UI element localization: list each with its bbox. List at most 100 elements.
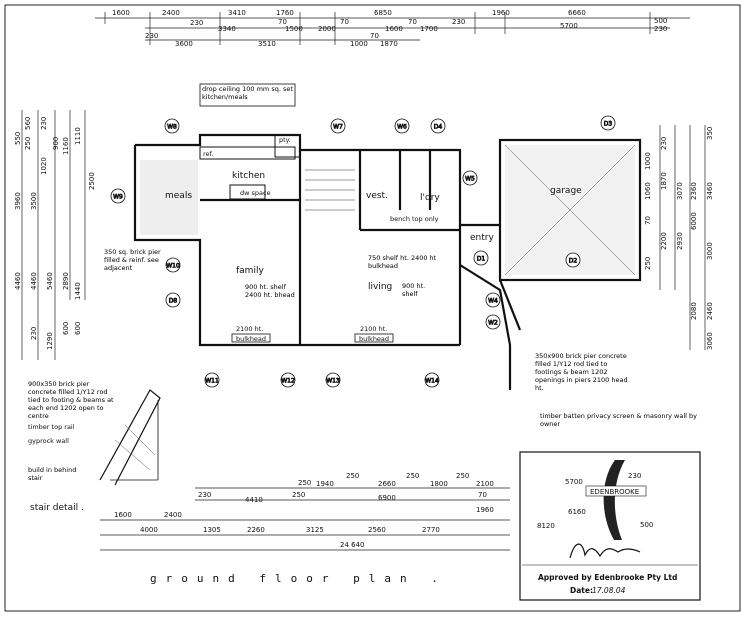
bulkhead-right: bulkhead: [359, 335, 389, 343]
dim-text: 230: [190, 19, 203, 27]
dim-text: 2080: [690, 302, 698, 320]
window-tag-label: W12: [281, 378, 295, 385]
window-tag-w14: [424, 372, 440, 388]
dim-text: 1870: [380, 40, 398, 48]
edenbrooke-logo-mark: [603, 460, 625, 540]
window-tag-w9: [110, 188, 126, 204]
dim-text: 3340: [218, 25, 236, 33]
top-dims-row2: 230 3340 70 1500 2000 70 1600 70 1700 23…: [190, 17, 667, 33]
bulkhead-left-box: [231, 333, 271, 343]
dim-text: 2260: [247, 526, 265, 534]
window-tag-label: W2: [488, 320, 498, 327]
window-tag-d4: [430, 118, 446, 134]
stair-note-3: gyprock wall: [28, 437, 69, 445]
window-tag-d1: [473, 250, 489, 266]
walls: [133, 133, 642, 390]
window-tag-label: D2: [569, 258, 578, 265]
dim-text: 3510: [258, 40, 276, 48]
stair-note-2: timber top rail: [28, 423, 75, 431]
dim-text: 3000: [706, 242, 714, 260]
dim-text: 5700: [560, 22, 578, 30]
dim-text: 350: [706, 127, 714, 140]
screen-note: timber batten privacy screen & masonry w…: [540, 412, 698, 428]
bottom-dims-row2: 230 4410 250 6900 70: [198, 491, 487, 504]
right-dims: 350 2360 1000 1870 3070 3460 6000 2930 3…: [644, 127, 714, 350]
bulkhead-right-box: [354, 333, 394, 343]
window-tag-label: W14: [425, 378, 439, 385]
meals-hatched-area: [140, 160, 198, 235]
dim-text: 2930: [676, 232, 684, 250]
window-tag-label: W5: [465, 176, 475, 183]
dim-text: 70: [340, 18, 349, 26]
dim-text: 1960: [492, 9, 510, 17]
dim-text: 3070: [676, 182, 684, 200]
bottom-dimension-lines: [100, 487, 510, 551]
window-tag-label: D1: [477, 256, 486, 263]
dim-text: 1290: [46, 332, 54, 350]
dim-text: 600: [62, 322, 70, 335]
brick-pier-left-text: 350 sq. brick pier filled & reinf. see a…: [104, 248, 161, 272]
dim-text: 70: [478, 491, 487, 499]
dim-text: 5460: [46, 272, 54, 290]
window-tag-w6: [394, 118, 410, 134]
shelf-living-top-note: 750 shelf ht. 2400 ht bulkhead: [368, 254, 437, 270]
dim-text: 1000: [350, 40, 368, 48]
dim-text: 4460: [14, 272, 22, 290]
dim-text: 500: [654, 17, 667, 25]
bulkhead-left: bulkhead: [236, 335, 266, 343]
shelf-family-text: 900 ht. shelf 2400 ht. bhead: [245, 283, 295, 299]
handwritten-signature: [569, 543, 641, 559]
window-tag-label: D3: [604, 121, 613, 128]
dim-text: 230: [40, 117, 48, 130]
drop-ceiling-note: drop ceiling 100 mm sq. set kitchen/meal…: [202, 85, 293, 101]
dim-text: 2560: [368, 526, 386, 534]
window-tag-w5: [462, 170, 478, 186]
label-dw-space: dw space: [240, 189, 271, 197]
window-tag-label: W8: [167, 124, 177, 131]
bottom-dims-row4: 4000 1305 2260 3125 2560 2770: [140, 526, 440, 534]
stairs: [305, 169, 355, 211]
dim-text: 250: [406, 472, 419, 480]
stamp-dim: 230: [628, 472, 641, 480]
room-kitchen: kitchen: [232, 171, 265, 181]
dim-text: 230: [198, 491, 211, 499]
dim-text: 2100: [476, 480, 494, 488]
sheet-border: [4, 4, 741, 612]
stair-note-1-text: 900x350 brick pier concrete filled 1/Y12…: [28, 380, 114, 420]
dim-text: 2360: [690, 182, 698, 200]
date-value: 17.08.04: [592, 586, 626, 595]
garage-diagonal: [504, 144, 636, 276]
shelf-living-note: 900 ht. shelf: [402, 282, 425, 298]
window-tag-w12: [280, 372, 296, 388]
dim-text: 70: [370, 32, 379, 40]
dim-text: 70: [408, 18, 417, 26]
dim-text: 1110: [74, 127, 82, 145]
dim-text: 230: [654, 25, 667, 33]
drop-ceiling-text: drop ceiling 100 mm sq. set kitchen/meal…: [202, 85, 293, 101]
approved-by-text: Approved by Edenbrooke Pty Ltd: [538, 573, 677, 582]
dim-text: 3500: [30, 192, 38, 210]
dim-text: 4410: [245, 496, 263, 504]
dim-text: 1940: [316, 480, 334, 488]
window-tag-label: W6: [397, 124, 407, 131]
dim-text: 3460: [706, 182, 714, 200]
bulkhead-right-ht: 2100 ht.: [360, 325, 387, 333]
bottom-dims-row3: 1600 2400 1960: [114, 506, 494, 519]
dim-text: 1440: [74, 282, 82, 300]
right-dimension-lines: [659, 125, 706, 350]
window-tag-w10: [165, 257, 181, 273]
dim-text: 1600: [114, 511, 132, 519]
dim-text: 2890: [62, 272, 70, 290]
dim-text: 3060: [706, 332, 714, 350]
dim-text: 1760: [276, 9, 294, 17]
dim-text: 6900: [378, 494, 396, 502]
brick-pier-right-note: 350x900 brick pier concrete filled 1/Y12…: [535, 352, 628, 392]
label-ref: ref.: [203, 150, 213, 158]
screen-text: timber batten privacy screen & masonry w…: [540, 412, 698, 428]
room-vest: vest.: [366, 191, 388, 201]
shelf-family-note: 900 ht. shelf 2400 ht. bhead: [245, 283, 295, 299]
stair-note-1: 900x350 brick pier concrete filled 1/Y12…: [28, 380, 114, 420]
shelf-living-top-text: 750 shelf ht. 2400 ht bulkhead: [368, 254, 437, 270]
